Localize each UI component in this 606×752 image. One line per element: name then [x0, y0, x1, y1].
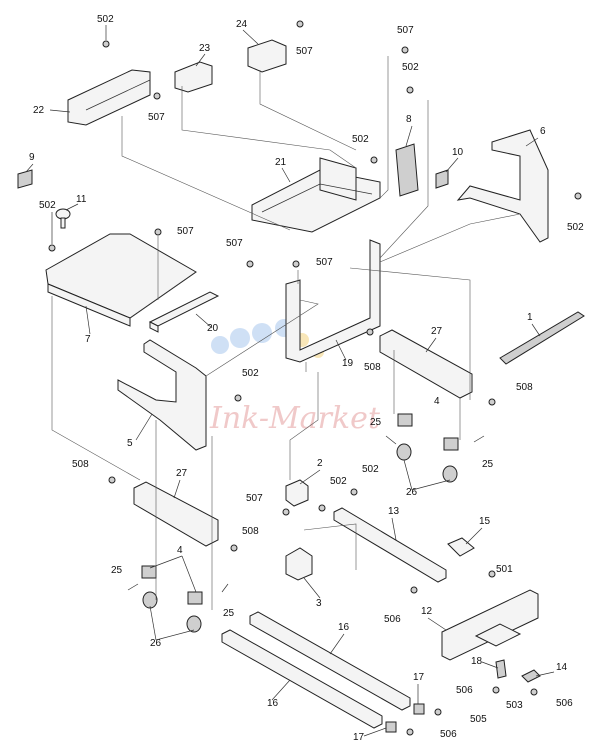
part-11-knob — [55, 208, 71, 229]
callout-15: 15 — [479, 516, 491, 527]
callout-502: 502 — [567, 222, 584, 233]
part-27-right-rail — [379, 329, 473, 399]
callout-508: 508 — [242, 526, 259, 537]
part-23-bracket — [174, 61, 213, 93]
guide-lines — [51, 56, 521, 610]
callout-502: 502 — [352, 134, 369, 145]
callout-503: 503 — [506, 700, 523, 711]
callout-507: 507 — [177, 226, 194, 237]
callout-13: 13 — [388, 506, 400, 517]
part-4-casters-right — [396, 413, 459, 483]
callout-26: 26 — [150, 638, 162, 649]
callout-507: 507 — [316, 257, 333, 268]
part-5-side-frame — [117, 339, 207, 451]
callout-9: 9 — [29, 152, 35, 163]
callout-507: 507 — [296, 46, 313, 57]
callout-27: 27 — [176, 468, 188, 479]
callout-17: 17 — [413, 672, 425, 683]
callout-502: 502 — [362, 464, 379, 475]
callout-labels: 502 24 507 507 23 502 22 507 8 6 502 10 … — [29, 14, 584, 743]
callout-26: 26 — [406, 487, 418, 498]
part-10-small-plate — [435, 169, 449, 189]
part-27-left-rail — [133, 481, 219, 547]
callout-4: 4 — [177, 545, 183, 556]
callout-507: 507 — [148, 112, 165, 123]
part-7-top-tray — [45, 233, 197, 327]
part-16-rail-lower — [221, 629, 383, 729]
callout-508: 508 — [72, 459, 89, 470]
part-25-pins — [127, 435, 485, 593]
callout-16: 16 — [267, 698, 279, 709]
callout-25: 25 — [482, 459, 494, 470]
callout-502: 502 — [39, 200, 56, 211]
callout-1: 1 — [527, 312, 533, 323]
callout-20: 20 — [207, 323, 219, 334]
callout-506: 506 — [384, 614, 401, 625]
callout-17: 17 — [353, 732, 365, 743]
callout-16: 16 — [338, 622, 350, 633]
callout-2: 2 — [317, 458, 323, 469]
part-16-rail-upper — [249, 611, 411, 711]
part-24-cap — [247, 39, 287, 73]
callout-7: 7 — [85, 334, 91, 345]
callout-506: 506 — [556, 698, 573, 709]
callout-25: 25 — [111, 565, 123, 576]
part-3-bracket — [285, 547, 313, 581]
part-1-bar — [499, 311, 585, 365]
callout-22: 22 — [33, 105, 45, 116]
part-18-clip — [495, 659, 507, 679]
part-6-side-frame — [456, 129, 549, 243]
callout-23: 23 — [199, 43, 211, 54]
callout-6: 6 — [540, 126, 546, 137]
part-20-rail — [148, 291, 220, 333]
callout-11: 11 — [76, 194, 87, 205]
callout-3: 3 — [316, 598, 322, 609]
part-2-bracket — [285, 479, 309, 507]
callout-508: 508 — [516, 382, 533, 393]
part-19-u-frame — [285, 239, 381, 363]
callout-507: 507 — [226, 238, 243, 249]
callout-502: 502 — [330, 476, 347, 487]
callout-24: 24 — [236, 19, 248, 30]
callout-leaders — [25, 25, 555, 737]
callout-27: 27 — [431, 326, 443, 337]
callout-10: 10 — [452, 147, 464, 158]
callout-5: 5 — [127, 438, 133, 449]
part-13-long-bar — [333, 507, 447, 583]
screws — [48, 20, 582, 736]
part-21-frame — [251, 157, 381, 233]
part-22-top-rail — [67, 69, 151, 126]
callout-502: 502 — [242, 368, 259, 379]
part-8-plate — [395, 143, 419, 197]
part-17-clip-lower — [385, 721, 397, 733]
callout-502: 502 — [97, 14, 114, 25]
callout-505: 505 — [470, 714, 487, 725]
part-9-small-plate — [17, 169, 33, 189]
callout-506: 506 — [440, 729, 457, 740]
callout-18: 18 — [471, 656, 483, 667]
watermark: Ink-Market — [209, 319, 381, 436]
callout-507: 507 — [246, 493, 263, 504]
callout-14: 14 — [556, 662, 568, 673]
callout-502: 502 — [402, 62, 419, 73]
callout-8: 8 — [406, 114, 412, 125]
callout-25: 25 — [223, 608, 235, 619]
callout-21: 21 — [275, 157, 287, 168]
part-17-clip-upper — [413, 703, 425, 715]
callout-19: 19 — [342, 358, 354, 369]
part-4-casters-left — [141, 565, 203, 633]
callout-12: 12 — [421, 606, 433, 617]
callout-501: 501 — [496, 564, 513, 575]
callout-25: 25 — [370, 417, 382, 428]
part-14-clip — [521, 669, 541, 683]
part-12-base-plate — [441, 589, 539, 661]
callout-508: 508 — [364, 362, 381, 373]
part-15-bracket — [447, 537, 475, 557]
callout-4: 4 — [434, 396, 440, 407]
callout-506: 506 — [456, 685, 473, 696]
callout-507: 507 — [397, 25, 414, 36]
watermark-text: Ink-Market — [209, 401, 381, 436]
